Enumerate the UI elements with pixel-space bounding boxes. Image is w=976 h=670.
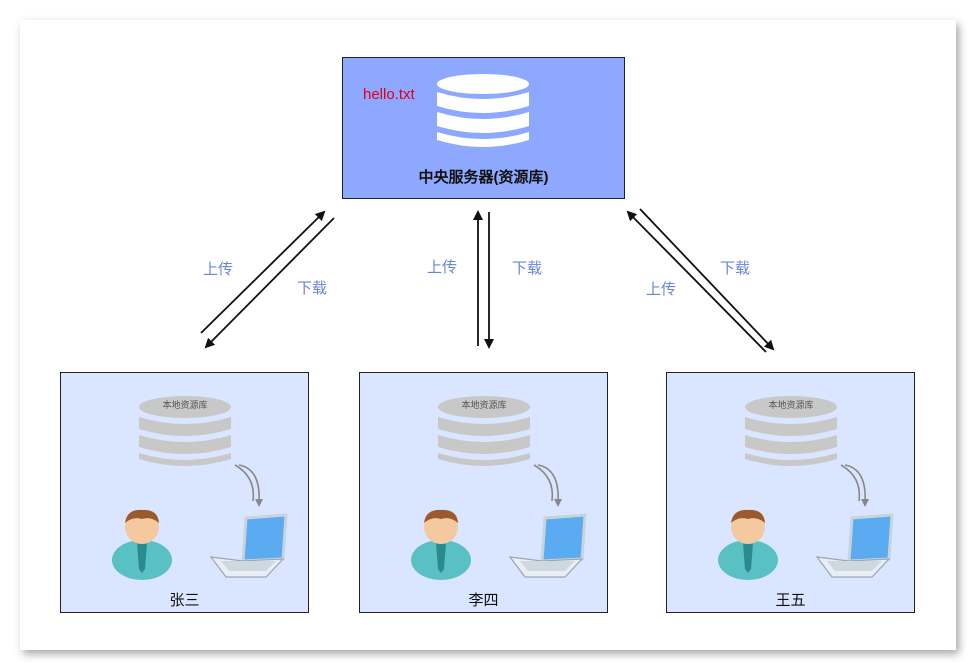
database-icon [437,74,529,147]
local-repo-label: 本地资源库 [768,400,814,410]
arrow-upload-left [200,210,326,334]
central-server-box: hello.txt 中央服务器(资源库) [342,57,625,199]
client-illustration [411,396,587,580]
client-illustration [112,396,288,580]
laptop-icon [209,513,288,578]
sync-arrow-icon [234,464,263,507]
download-label-middle: 下载 [512,260,543,277]
download-label-right: 下载 [720,260,751,277]
file-label: hello.txt [363,86,415,103]
user-icon [112,509,172,580]
download-label-left: 下载 [297,280,328,297]
client-name: 张三 [169,592,200,609]
laptop-icon [815,513,894,578]
arrow-download-left [204,217,335,349]
sync-arrow-icon [840,464,869,507]
local-repo-label: 本地资源库 [162,400,208,410]
arrow-download-right [639,208,775,351]
client-box-1: 本地资源库 张三 [60,372,309,613]
user-icon [718,509,778,580]
laptop-icon [508,513,587,578]
client-box-3: 本地资源库 王五 [666,372,915,613]
client-box-2: 本地资源库 李四 [359,372,608,613]
arrow-upload-right [626,210,767,353]
client-name: 王五 [775,592,806,609]
local-database-icon [745,396,837,466]
local-repo-label: 本地资源库 [461,400,507,410]
client-name: 李四 [468,592,499,609]
sync-arrow-icon [533,464,562,507]
server-title: 中央服务器(资源库) [418,169,549,186]
upload-label-right: 上传 [646,281,677,298]
upload-label-left: 上传 [203,261,234,278]
local-database-icon [139,396,231,466]
client-illustration [718,396,894,580]
local-database-icon [438,396,530,466]
upload-label-middle: 上传 [427,259,458,276]
user-icon [411,509,471,580]
